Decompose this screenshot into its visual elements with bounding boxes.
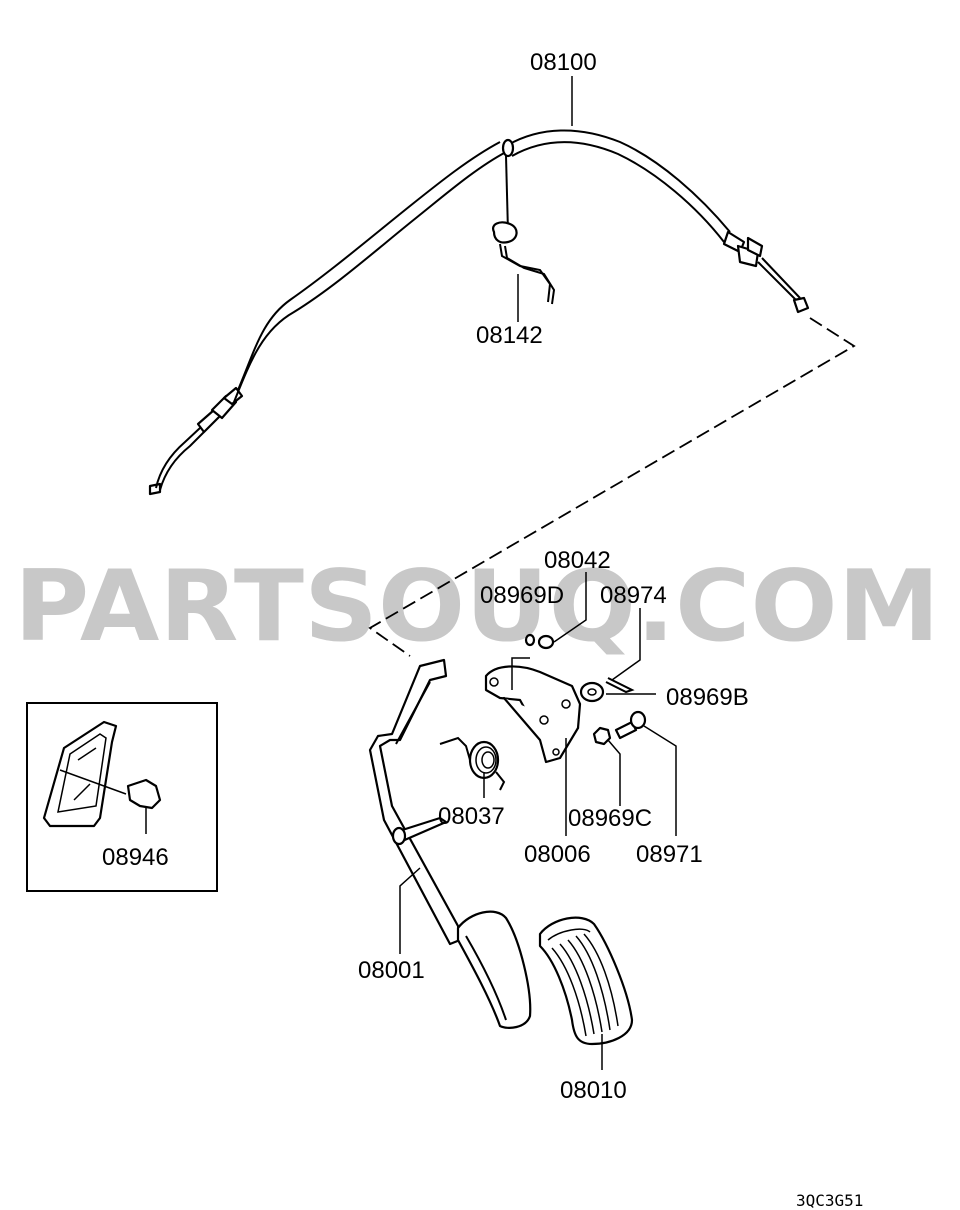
watermark-text: PARTSOUQ.COM [14, 550, 940, 664]
label-08969D[interactable]: 08969D [480, 582, 564, 609]
accelerator-pedal-pad[interactable] [538, 916, 634, 1046]
label-08006[interactable]: 08006 [524, 841, 591, 868]
leader-lines [399, 76, 677, 1070]
label-08037[interactable]: 08037 [438, 803, 505, 830]
cable-connection-dashed-line [368, 317, 856, 657]
label-08969C[interactable]: 08969C [568, 805, 652, 832]
bushing-08042[interactable] [537, 634, 555, 650]
bolt-08971[interactable] [614, 710, 647, 740]
part-labels: 08100 08142 08042 08969D 08974 08969B 08… [102, 49, 749, 1104]
label-08974[interactable]: 08974 [600, 582, 667, 609]
label-08042[interactable]: 08042 [544, 547, 611, 574]
diagram-reference-code: 3QC3G51 [796, 1191, 863, 1210]
label-08946[interactable]: 08946 [102, 844, 169, 871]
return-spring[interactable] [439, 736, 506, 791]
label-08969B[interactable]: 08969B [666, 684, 749, 711]
nut-08969C[interactable] [592, 726, 612, 746]
pin-08974[interactable] [605, 677, 635, 694]
accelerator-pedal-arm[interactable] [368, 658, 532, 1029]
label-08142[interactable]: 08142 [476, 322, 543, 349]
label-08010[interactable]: 08010 [560, 1077, 627, 1104]
nut-08969D[interactable] [524, 633, 536, 647]
label-08001[interactable]: 08001 [358, 957, 425, 984]
washer-08969B[interactable] [579, 681, 605, 703]
accelerator-cable[interactable] [148, 129, 810, 496]
label-08100[interactable]: 08100 [530, 49, 597, 76]
clip-inset-box [26, 702, 218, 892]
cable-clip[interactable] [492, 155, 556, 305]
label-08971[interactable]: 08971 [636, 841, 703, 868]
